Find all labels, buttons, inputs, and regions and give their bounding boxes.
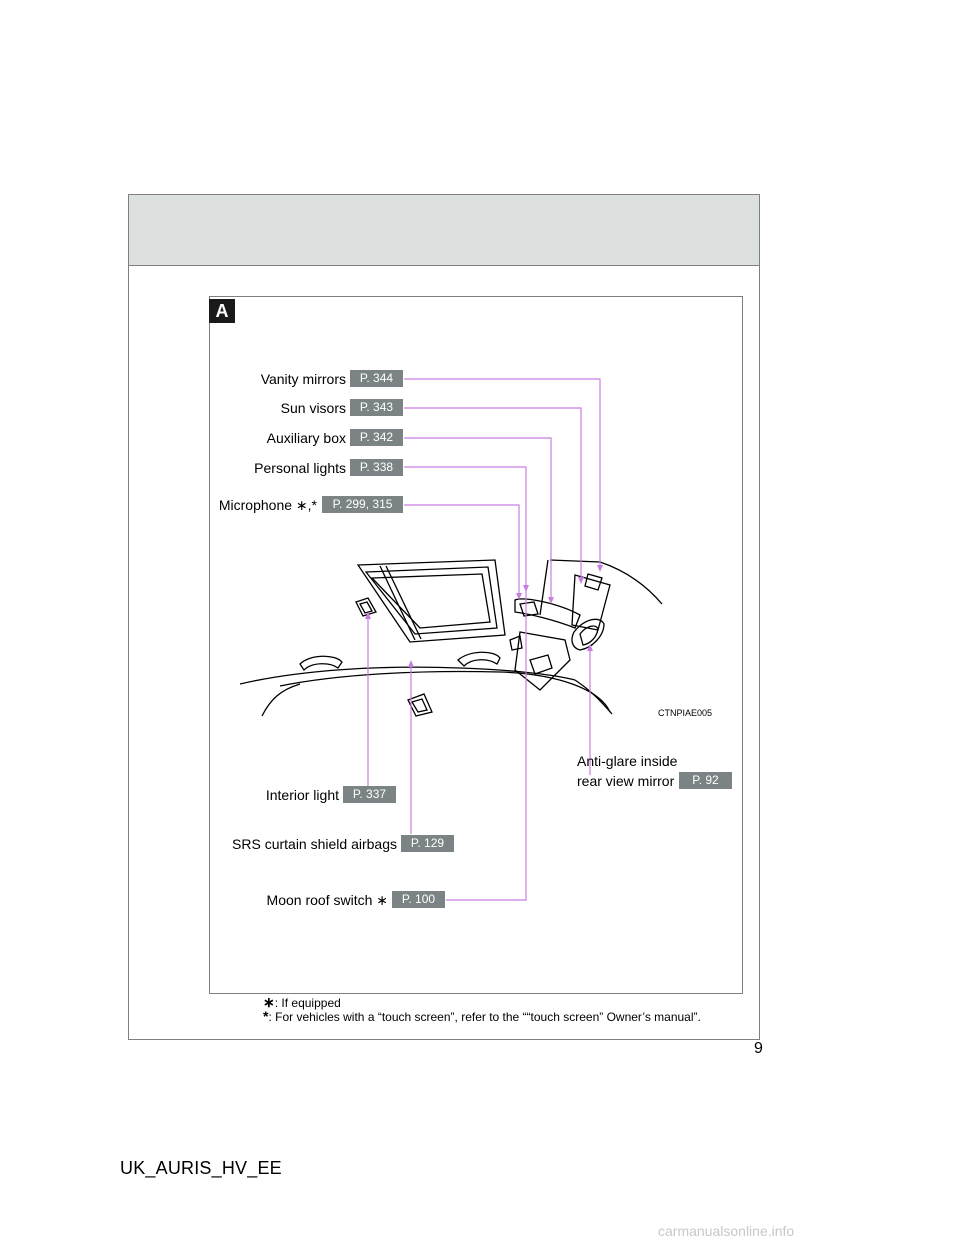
vanity-mirrors-label: Vanity mirrors <box>260 371 346 387</box>
microphone-marks: ∗,* <box>295 497 317 513</box>
microphone-page-ref[interactable]: P. 299, 315 <box>322 496 403 513</box>
personal-lights-label: Personal lights <box>254 460 346 476</box>
footnote-if-equipped: ∗: If equipped <box>263 994 341 1010</box>
interior-light-label: Interior light <box>265 787 339 803</box>
footnote-touch-screen: *: For vehicles with a “touch screen”, r… <box>263 1008 701 1024</box>
sun-visors-page-ref[interactable]: P. 343 <box>350 399 403 416</box>
personal-lights-page-ref[interactable]: P. 338 <box>350 459 403 476</box>
vanity-mirrors-page-ref[interactable]: P. 344 <box>350 370 403 387</box>
watermark: carmanualsonline.info <box>658 1223 795 1239</box>
leader-lines <box>367 378 601 901</box>
diagram-box <box>209 296 743 994</box>
roof-line-art <box>239 559 663 717</box>
anti-glare-label-line1: Anti-glare inside <box>577 753 678 769</box>
moon-roof-switch-page-ref[interactable]: P. 100 <box>392 891 445 908</box>
page-frame <box>128 194 760 1040</box>
header-band <box>129 195 759 266</box>
section-badge: A <box>209 299 235 323</box>
page-number: 9 <box>754 1040 763 1057</box>
anti-glare-label-line2: rear view mirror <box>577 773 675 789</box>
footnote-mark-2: * <box>263 1008 269 1024</box>
auxiliary-box-label: Auxiliary box <box>266 430 346 446</box>
srs-airbags-page-ref[interactable]: P. 129 <box>401 835 454 852</box>
moon-roof-switch-label: Moon roof switch ∗ <box>266 892 388 908</box>
leader-arrowheads <box>365 565 603 667</box>
microphone-label-text: Microphone <box>218 497 296 513</box>
anti-glare-mirror-page-ref[interactable]: P. 92 <box>679 772 732 789</box>
footnotes: ∗: If equipped *: For vehicles with a “t… <box>263 994 701 1024</box>
sun-visors-label: Sun visors <box>280 400 346 416</box>
figure-code: CTNPIAE005 <box>658 708 713 718</box>
srs-airbags-label: SRS curtain shield airbags <box>232 836 397 852</box>
microphone-label: Microphone ∗,* <box>219 497 317 513</box>
document-code: UK_AURIS_HV_EE <box>120 1158 282 1178</box>
interior-light-page-ref[interactable]: P. 337 <box>343 786 396 803</box>
footnote-mark-1: ∗ <box>263 994 275 1010</box>
auxiliary-box-page-ref[interactable]: P. 342 <box>350 429 403 446</box>
